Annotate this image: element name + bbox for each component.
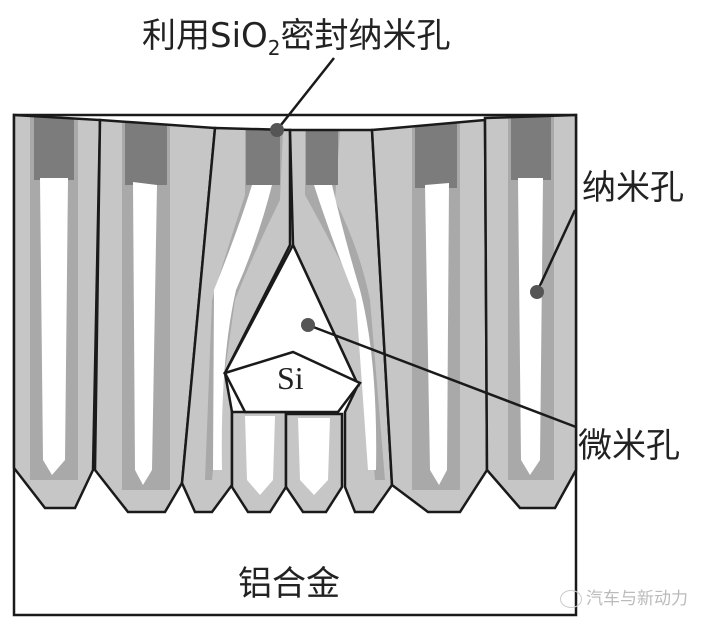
micropore-label: 微米孔 bbox=[578, 426, 680, 466]
oxide-cell-1 bbox=[14, 115, 100, 508]
substrate-label: 铝合金 bbox=[238, 564, 340, 604]
oxide-cell-8 bbox=[485, 115, 576, 508]
oxide-cell-7 bbox=[372, 120, 487, 512]
nanopore-label: 纳米孔 bbox=[582, 168, 684, 208]
title-prefix: 利用SiO bbox=[142, 16, 268, 56]
title-suffix: 密封纳米孔 bbox=[280, 16, 451, 56]
watermark-text: 汽车与新动力 bbox=[586, 589, 688, 609]
wechat-icon bbox=[560, 590, 582, 608]
si-particle bbox=[223, 350, 362, 414]
leader-sio2 bbox=[270, 57, 335, 137]
small-cell-2 bbox=[284, 412, 344, 514]
watermark: 汽车与新动力 bbox=[560, 584, 688, 609]
oxide-cell-2 bbox=[95, 120, 215, 512]
leader-nanopore bbox=[530, 209, 577, 299]
leader-micropore bbox=[301, 318, 577, 429]
small-cell-1 bbox=[230, 410, 288, 514]
title-subscript: 2 bbox=[267, 35, 281, 60]
sio2-seal-label: 利用SiO2密封纳米孔 bbox=[142, 8, 451, 60]
silicon-label: Si bbox=[277, 360, 304, 396]
